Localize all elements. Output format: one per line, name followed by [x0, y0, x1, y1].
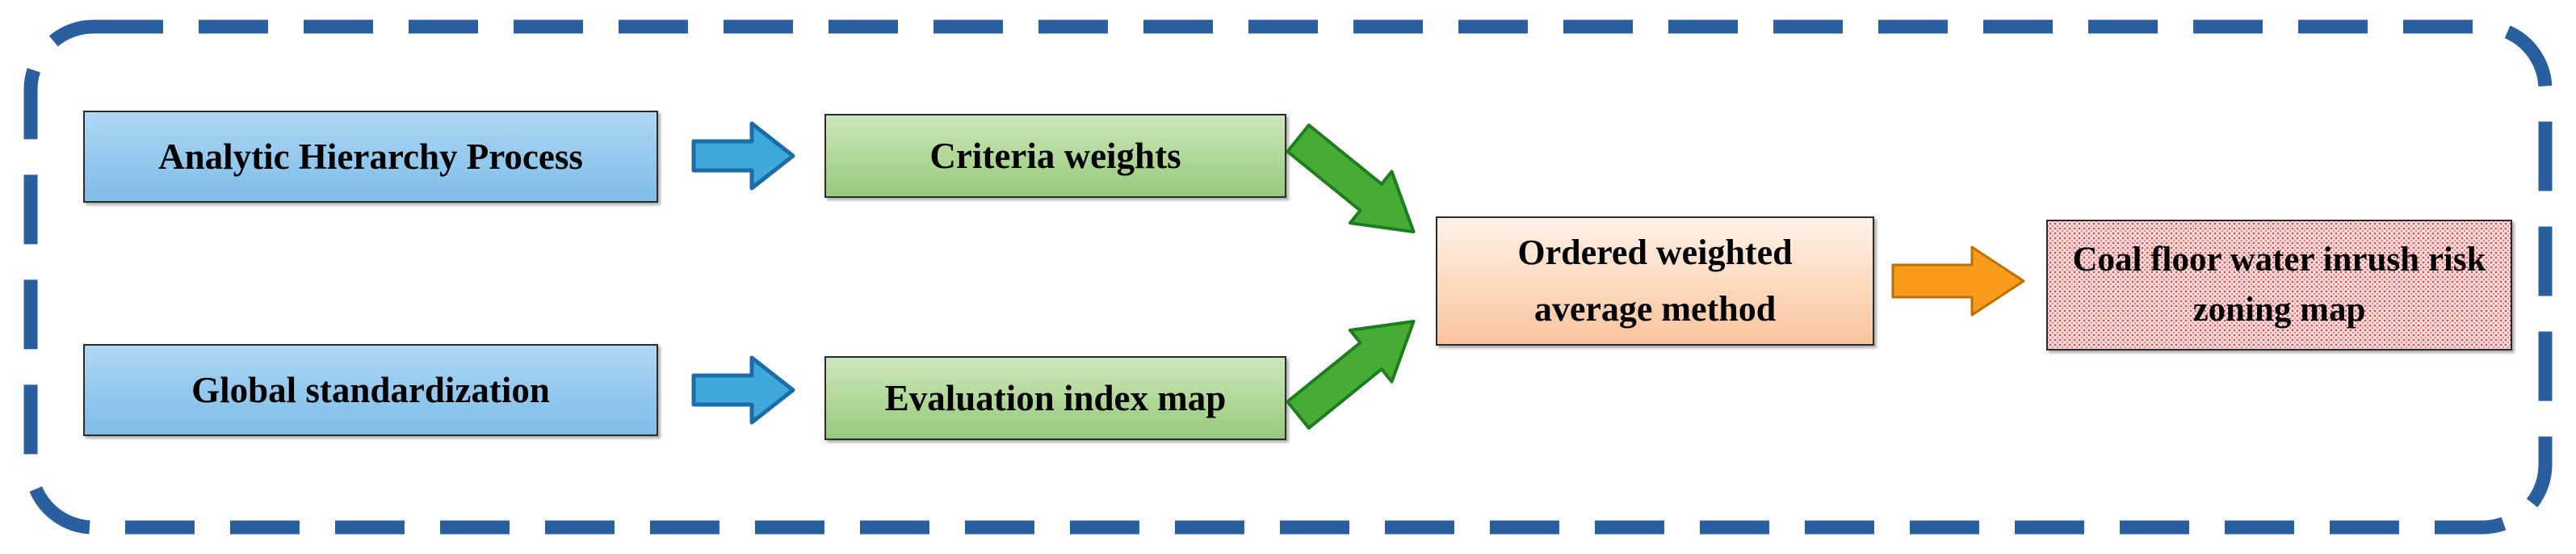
dashed-frame-rect	[23, 19, 2553, 535]
right-arrow-icon	[691, 355, 795, 425]
box-label: Criteria weights	[929, 136, 1181, 176]
box-coal-floor-water-inrush-risk-zoning-map: Coal floor water inrush risk zoning map	[2046, 220, 2512, 350]
up-right-arrow-icon	[1286, 319, 1416, 430]
box-label: Ordered weighted average method	[1517, 232, 1793, 329]
box-label: Analytic Hierarchy Process	[158, 136, 583, 177]
up-right-arrow-shape	[1286, 319, 1416, 430]
box-analytic-hierarchy-process: Analytic Hierarchy Process	[83, 111, 658, 203]
right-arrow-shape	[1891, 246, 2025, 317]
box-label: Evaluation index map	[884, 378, 1227, 418]
box-evaluation-index-map: Evaluation index map	[824, 356, 1286, 440]
right-arrow-shape	[691, 121, 795, 191]
right-arrow-icon	[1891, 246, 2025, 317]
box-ordered-weighted-average-method: Ordered weighted average method	[1436, 216, 1874, 346]
box-criteria-weights: Criteria weights	[824, 114, 1286, 198]
box-label: Coal floor water inrush risk zoning map	[2072, 240, 2486, 329]
right-arrow-shape	[691, 355, 795, 425]
down-right-arrow-shape	[1286, 123, 1416, 234]
box-global-standardization: Global standardization	[83, 344, 658, 436]
box-label: Global standardization	[191, 370, 550, 410]
down-right-arrow-icon	[1286, 123, 1416, 234]
right-arrow-icon	[691, 121, 795, 191]
